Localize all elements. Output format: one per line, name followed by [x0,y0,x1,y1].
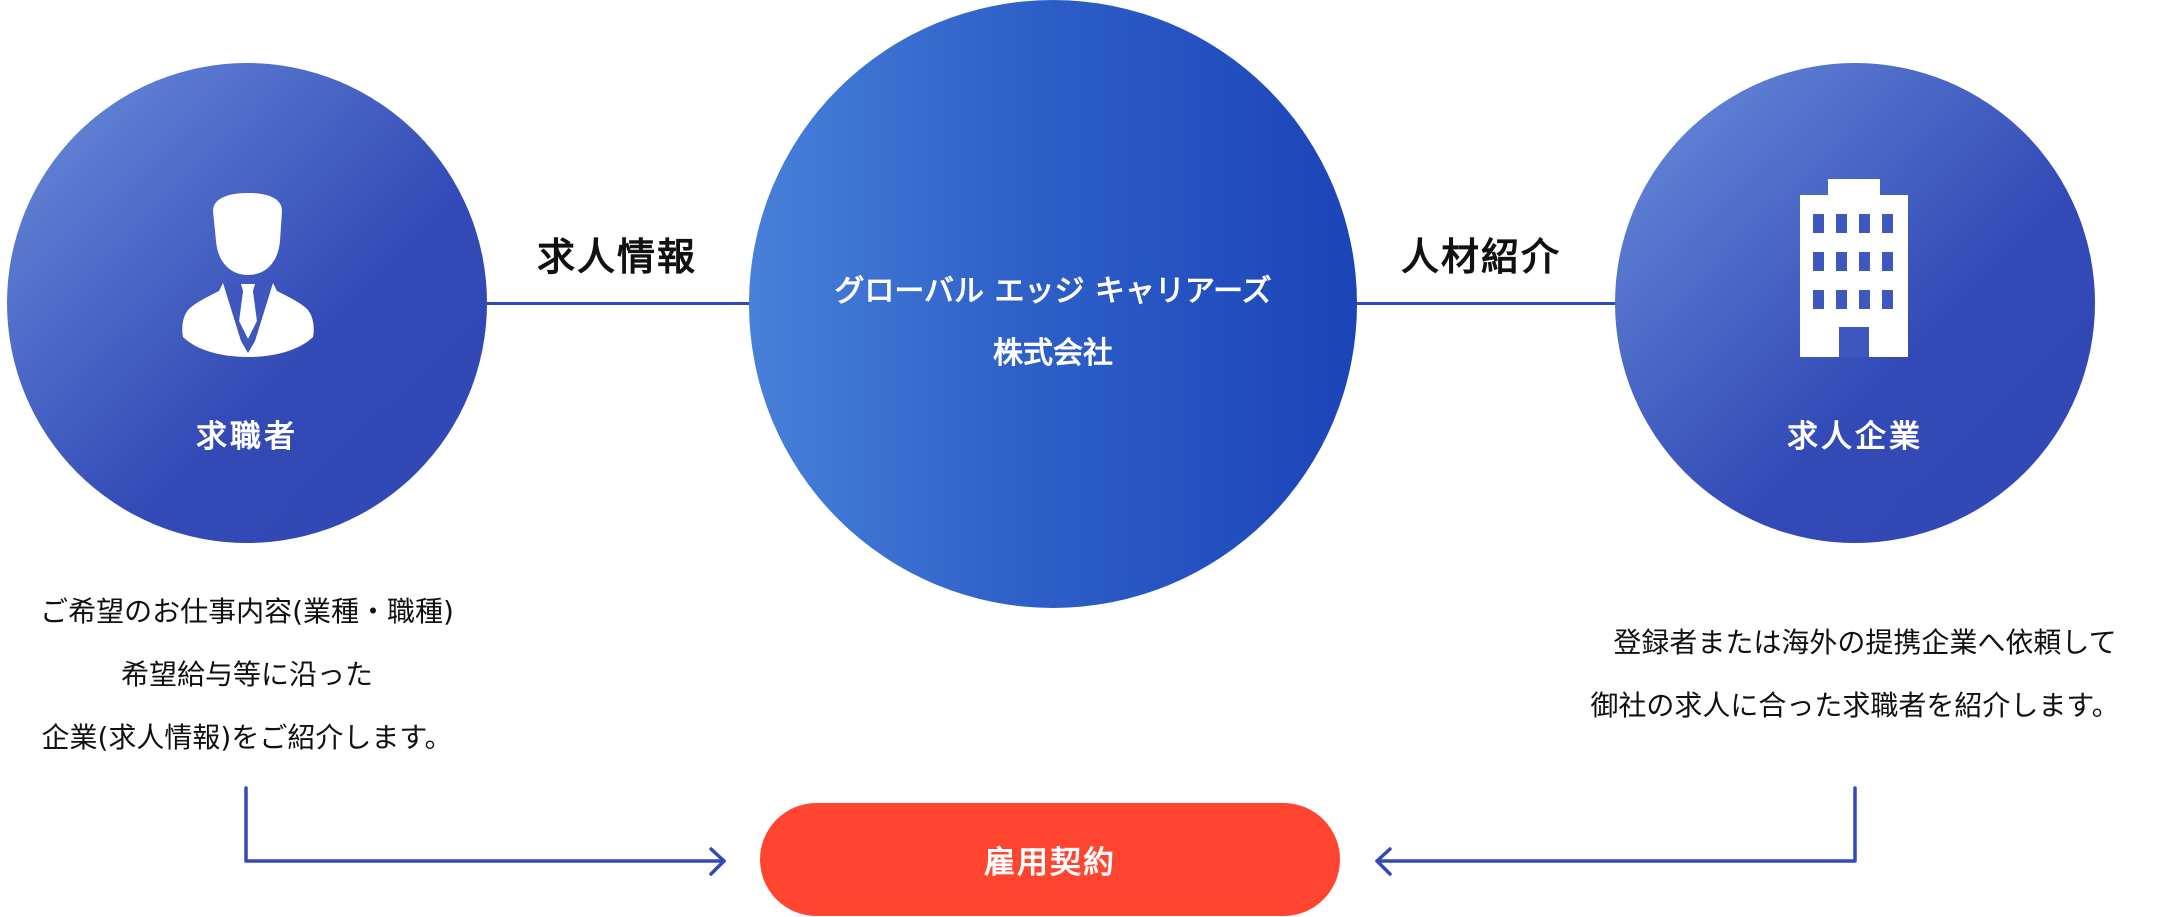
job-seeker-description: ご希望のお仕事内容(業種・職種) 希望給与等に沿った 企業(求人情報)をご紹介し… [0,580,494,769]
hiring-company-node: 求人企業 [1615,63,2095,543]
employment-contract-badge: 雇用契約 [760,803,1340,916]
description-line: ご希望のお仕事内容(業種・職種) [40,595,454,628]
building-icon [1800,179,1908,357]
job-seeker-node: 求職者 [7,63,487,543]
arrow-right-to-contract [1375,786,1857,876]
connector-label-job-info: 求人情報 [536,235,697,279]
company-node: グローバル エッジ キャリアーズ 株式会社 [749,0,1357,608]
businessman-icon [182,193,314,357]
description-line: 希望給与等に沿った [120,658,373,691]
arrow-left-to-contract [244,786,726,876]
hiring-company-description: 登録者または海外の提携企業へ依頼して 御社の求人に合った求職者を紹介します。 [1548,611,2162,737]
connector-label-talent-referral: 人材紹介 [1400,235,1561,279]
hiring-company-label: 求人企業 [1787,419,1923,455]
company-suffix: 株式会社 [993,336,1113,371]
description-line: 登録者または海外の提携企業へ依頼して [1613,626,2117,659]
job-seeker-label: 求職者 [196,419,298,455]
employment-contract-label: 雇用契約 [984,845,1116,881]
connector-line-right [1352,302,1618,305]
description-line: 企業(求人情報)をご紹介します。 [41,721,453,754]
connector-line-left [486,302,752,305]
company-name: グローバル エッジ キャリアーズ [834,274,1272,309]
description-line: 御社の求人に合った求職者を紹介します。 [1590,689,2120,722]
